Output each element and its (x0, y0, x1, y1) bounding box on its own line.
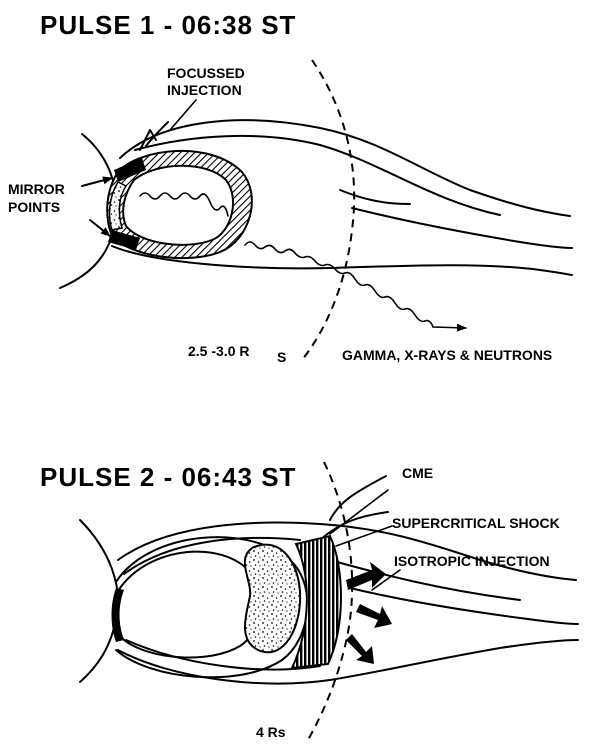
injection-arrow-2 (356, 604, 392, 628)
panel-2-title: PULSE 2 - 06:43 ST (40, 462, 296, 492)
footpoint-2 (112, 588, 125, 642)
label-emission: GAMMA, X-RAYS & NEUTRONS (342, 347, 552, 363)
solar-limb-2 (80, 520, 118, 682)
inner-loop-2 (114, 552, 260, 658)
injection-arrow-3 (346, 634, 374, 664)
label-radius-2: 4 Rs (256, 724, 286, 740)
cme-blob (245, 545, 300, 653)
label-mirror: MIRROR (8, 181, 65, 197)
label-radius-1-sub: S (277, 349, 286, 365)
label-shock: SUPERCRITICAL SHOCK (392, 515, 560, 531)
label-radius-1: 2.5 -3.0 R (188, 343, 249, 359)
label-points: POINTS (8, 199, 60, 215)
source-surface-arc (302, 60, 354, 360)
panel-1: PULSE 1 - 06:38 ST (8, 10, 572, 365)
label-isotropic: ISOTROPIC INJECTION (394, 553, 550, 569)
panel-2: PULSE 2 - 06:43 ST (40, 462, 578, 740)
emission-wave (245, 242, 466, 328)
wave-inside-loop (140, 193, 228, 216)
label-cme: CME (402, 465, 433, 481)
label-focussed: FOCUSSED (167, 65, 245, 81)
label-injection: INJECTION (167, 82, 242, 98)
mirror-arrow-lower (90, 220, 110, 236)
panel-1-title: PULSE 1 - 06:38 ST (40, 10, 296, 40)
mirror-arrow-upper (82, 178, 112, 186)
